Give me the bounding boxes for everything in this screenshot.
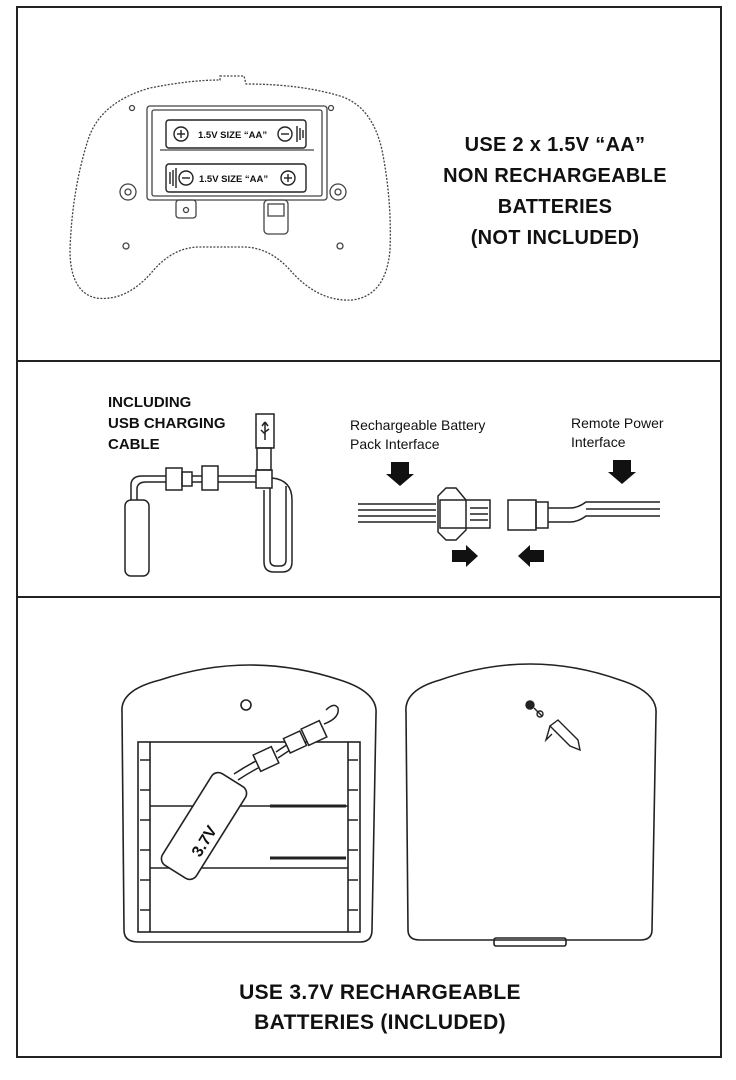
usb-label-line: USB CHARGING	[108, 415, 226, 432]
panel1-heading-line: USE 2 x 1.5V “AA”	[464, 134, 646, 156]
open-battery-compartment	[121, 664, 377, 943]
panel3-heading-line: USE 3.7V RECHARGEABLE	[239, 981, 521, 1004]
interface-label-line: Interface	[571, 434, 626, 450]
panel1-heading-line: NON RECHARGEABLE	[443, 165, 667, 187]
page-frame	[16, 6, 722, 1058]
panel1-heading-line: (NOT INCLUDED)	[470, 227, 640, 249]
battery-bottom-label: 1.5V SIZE “AA”	[199, 174, 268, 185]
screw-icon	[525, 700, 544, 718]
battery-top-label: 1.5V SIZE “AA”	[198, 130, 267, 141]
panel-divider-2	[16, 596, 722, 598]
screwdriver-icon	[544, 719, 581, 752]
usb-label-line: INCLUDING	[108, 394, 192, 411]
rechargeable-battery-pack	[160, 771, 248, 881]
remote-power-interface-label: Remote Power Interface	[571, 414, 664, 452]
aa-battery-top	[165, 119, 307, 149]
usb-label-line: CABLE	[108, 436, 160, 453]
connector-diagram	[358, 487, 660, 541]
interface-label-line: Rechargeable Battery	[350, 417, 486, 433]
controller-illustration	[69, 75, 391, 301]
panel1-heading-line: BATTERIES	[497, 196, 613, 218]
aa-battery-bottom	[165, 163, 307, 193]
arrow-down-left-icon	[386, 462, 414, 486]
usb-cable-label: INCLUDING USB CHARGING CABLE	[108, 392, 226, 455]
panel1-heading: USE 2 x 1.5V “AA” NON RECHARGEABLE BATTE…	[410, 130, 700, 254]
interface-label-line: Remote Power	[571, 415, 664, 431]
battery-pack-interface-label: Rechargeable Battery Pack Interface	[350, 416, 485, 454]
panel-divider-1	[16, 360, 722, 362]
arrow-right-icon	[452, 545, 478, 567]
panel3-heading-line: BATTERIES (INCLUDED)	[254, 1011, 506, 1034]
battery-cover-closed	[405, 663, 657, 947]
interface-label-line: Pack Interface	[350, 436, 440, 452]
panel3-heading: USE 3.7V RECHARGEABLE BATTERIES (INCLUDE…	[100, 978, 660, 1038]
arrow-left-icon	[518, 545, 544, 567]
battery-pack-wires	[233, 704, 339, 781]
usb-charging-cable-illustration	[124, 413, 293, 577]
arrow-down-right-icon	[608, 460, 636, 484]
